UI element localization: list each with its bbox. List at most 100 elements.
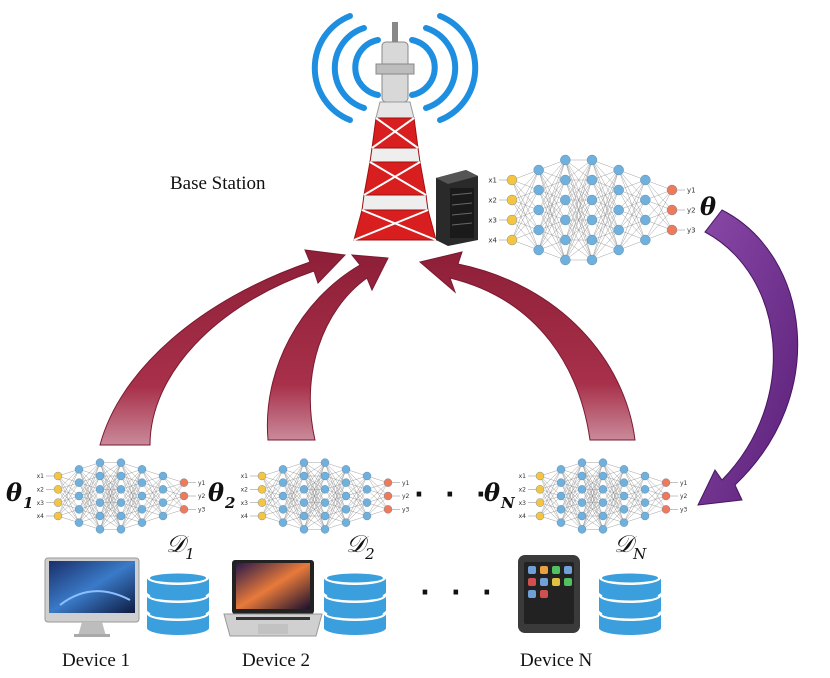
nn-output-label: y1 xyxy=(687,186,696,194)
nn-node xyxy=(598,458,608,467)
nn-node xyxy=(341,518,351,527)
nn-node xyxy=(666,224,678,236)
laptop-icon xyxy=(223,560,323,637)
nn-input-label: x1 xyxy=(37,473,45,480)
nn-node xyxy=(577,485,587,494)
nn-node xyxy=(577,498,587,507)
upload-arrow-device-n xyxy=(418,251,636,441)
nn-node xyxy=(556,465,566,474)
nn-output-label: y1 xyxy=(680,480,688,487)
nn-node xyxy=(560,254,571,266)
nn-node xyxy=(640,194,651,206)
nn-node xyxy=(613,244,624,256)
nn-node xyxy=(619,491,629,501)
nn-node xyxy=(556,491,566,501)
device-2-theta: θ2 xyxy=(208,478,236,512)
server-theta: θ xyxy=(700,192,717,221)
nn-input-label: x4 xyxy=(241,513,249,520)
nn-input-label: x2 xyxy=(488,196,497,204)
nn-node xyxy=(362,485,372,494)
database-icon xyxy=(324,571,386,635)
nn-node xyxy=(278,478,288,487)
nn-node xyxy=(661,491,671,501)
nn-node xyxy=(577,511,587,521)
nn-node xyxy=(341,505,351,514)
device-1-dataset-label: 𝒟1 xyxy=(166,530,195,563)
database-icon xyxy=(599,571,661,635)
nn-node xyxy=(320,471,330,481)
nn-node xyxy=(560,154,571,166)
nn-node xyxy=(320,458,330,467)
nn-input-label: x3 xyxy=(519,500,527,507)
nn-node xyxy=(619,478,629,487)
nn-node xyxy=(278,505,288,514)
nn-node xyxy=(383,478,393,487)
device-2-dataset-label: 𝒟2 xyxy=(346,530,375,563)
nn-node xyxy=(299,458,309,467)
nn-output-label: y2 xyxy=(198,493,206,500)
nn-node xyxy=(613,164,624,176)
nn-node xyxy=(158,471,168,481)
nn-node xyxy=(533,224,544,236)
nn-node xyxy=(299,498,309,507)
nn-node xyxy=(560,214,571,226)
device-n-dataset-label: 𝒟N xyxy=(614,530,647,563)
nn-node xyxy=(95,471,105,481)
nn-input-label: x2 xyxy=(37,486,45,493)
nn-node xyxy=(362,471,372,481)
nn-output-label: y3 xyxy=(687,226,696,234)
nn-node xyxy=(598,471,608,481)
nn-node xyxy=(53,471,63,481)
nn-node xyxy=(560,174,571,186)
nn-node xyxy=(577,458,587,467)
nn-node xyxy=(598,485,608,494)
nn-node xyxy=(95,458,105,467)
broadcast-arrow xyxy=(697,209,799,506)
nn-node xyxy=(619,505,629,514)
nn-node xyxy=(53,498,63,507)
nn-node xyxy=(137,478,147,487)
nn-output-label: y3 xyxy=(402,506,410,513)
nn-input-label: x3 xyxy=(488,216,497,224)
nn-node xyxy=(533,204,544,216)
nn-node xyxy=(640,471,650,481)
nn-node xyxy=(116,511,126,521)
device-1-label: Device 1 xyxy=(62,650,131,671)
nn-input-label: x3 xyxy=(37,500,45,507)
nn-node xyxy=(640,214,651,226)
nn-input-label: x1 xyxy=(519,473,527,480)
nn-node xyxy=(577,471,587,481)
nn-node xyxy=(320,525,330,534)
nn-input-label: x4 xyxy=(37,513,45,520)
nn-node xyxy=(362,511,372,521)
base-station-tower-icon xyxy=(311,13,479,241)
nn-node xyxy=(278,465,288,474)
nn-node xyxy=(116,525,126,534)
nn-node xyxy=(640,234,651,246)
nn-node xyxy=(535,498,545,507)
nn-node xyxy=(535,485,545,494)
nn-input-label: x1 xyxy=(241,473,249,480)
base-station-label: Base Station xyxy=(170,173,266,194)
server-icon xyxy=(436,170,478,246)
nn-node xyxy=(116,498,126,507)
nn-node xyxy=(586,214,598,226)
nn-node xyxy=(257,498,267,507)
nn-node xyxy=(341,491,351,501)
nn-input-label: x2 xyxy=(519,486,527,493)
nn-input-label: x1 xyxy=(488,176,497,184)
nn-node xyxy=(95,485,105,494)
nn-node xyxy=(299,471,309,481)
nn-node xyxy=(320,498,330,507)
nn-node xyxy=(74,505,84,514)
nn-node xyxy=(53,485,63,494)
nn-output-label: y3 xyxy=(680,506,688,513)
nn-node xyxy=(278,491,288,501)
nn-node xyxy=(640,511,650,521)
desktop-imac-icon xyxy=(44,557,140,637)
